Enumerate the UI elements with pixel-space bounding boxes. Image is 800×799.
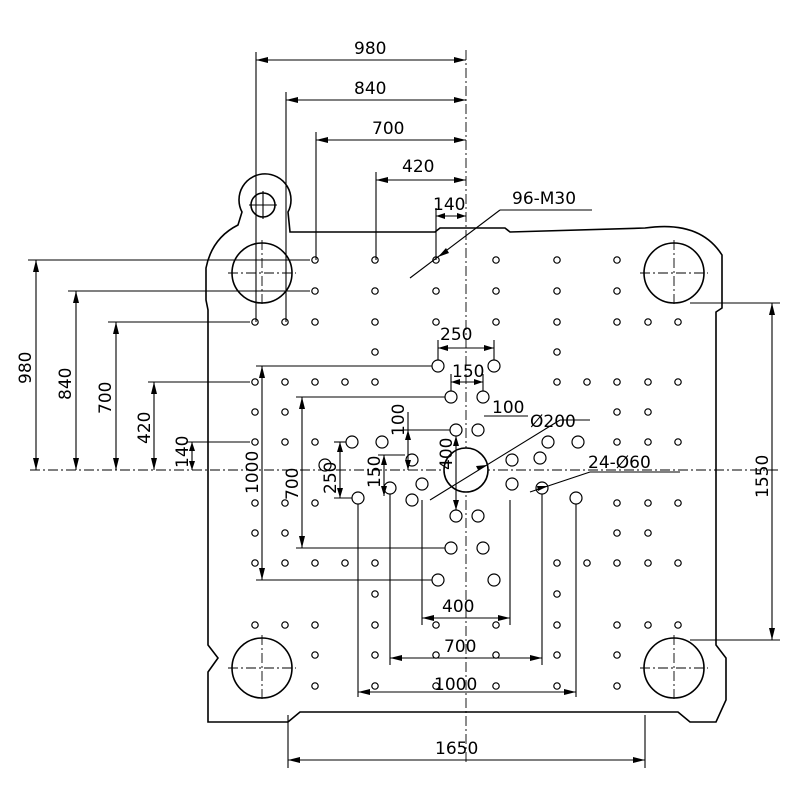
dim-bottom-1650: 1650 [435,739,478,759]
top-dimension-lines [255,52,466,322]
dim-center-dia200: Ø200 [530,412,576,432]
dim-bottom-400: 400 [442,597,474,617]
dim-top-700: 700 [372,119,404,139]
callout-96-m30: 96-M30 [512,189,576,209]
dim-left-700-inner: 700 [283,468,303,500]
dim-top-840: 840 [354,79,386,99]
left-dimension-lines [28,259,310,470]
dim-left-140: 140 [173,436,193,468]
right-dimension-lines [690,302,780,641]
tie-bar-centerlines [228,240,708,701]
dim-left-700: 700 [96,382,116,414]
tapped-holes-m30 [251,256,682,690]
dim-center-150: 150 [452,362,484,382]
dim-left-420: 420 [135,412,155,444]
dim-center-150-vert: 150 [365,456,385,488]
dim-left-840: 840 [56,368,76,400]
dim-bottom-1000: 1000 [434,675,477,695]
dim-top-140: 140 [433,195,465,215]
callout-24-dia60: 24-Ø60 [588,453,651,473]
dim-center-100-vert: 100 [389,404,409,436]
dim-right-1550: 1550 [753,455,773,498]
bottom-dimension-lines [287,494,646,768]
dim-left-1000: 1000 [243,451,263,494]
dim-top-420: 420 [402,157,434,177]
dim-center-100: 100 [492,398,524,418]
center-hole-dia200 [443,447,489,493]
dim-bottom-700: 700 [444,637,476,657]
dim-left-980: 980 [16,352,36,384]
dim-center-250: 250 [440,325,472,345]
dim-top-980: 980 [354,39,386,59]
inner-left-dimension-lines [256,365,445,581]
dim-center-400-vert: 400 [437,438,457,470]
through-holes-dia60 [318,359,585,587]
callout-leader-m30 [409,209,501,279]
dim-center-250-vert: 250 [321,462,341,494]
center-dimension-lines [334,340,590,510]
